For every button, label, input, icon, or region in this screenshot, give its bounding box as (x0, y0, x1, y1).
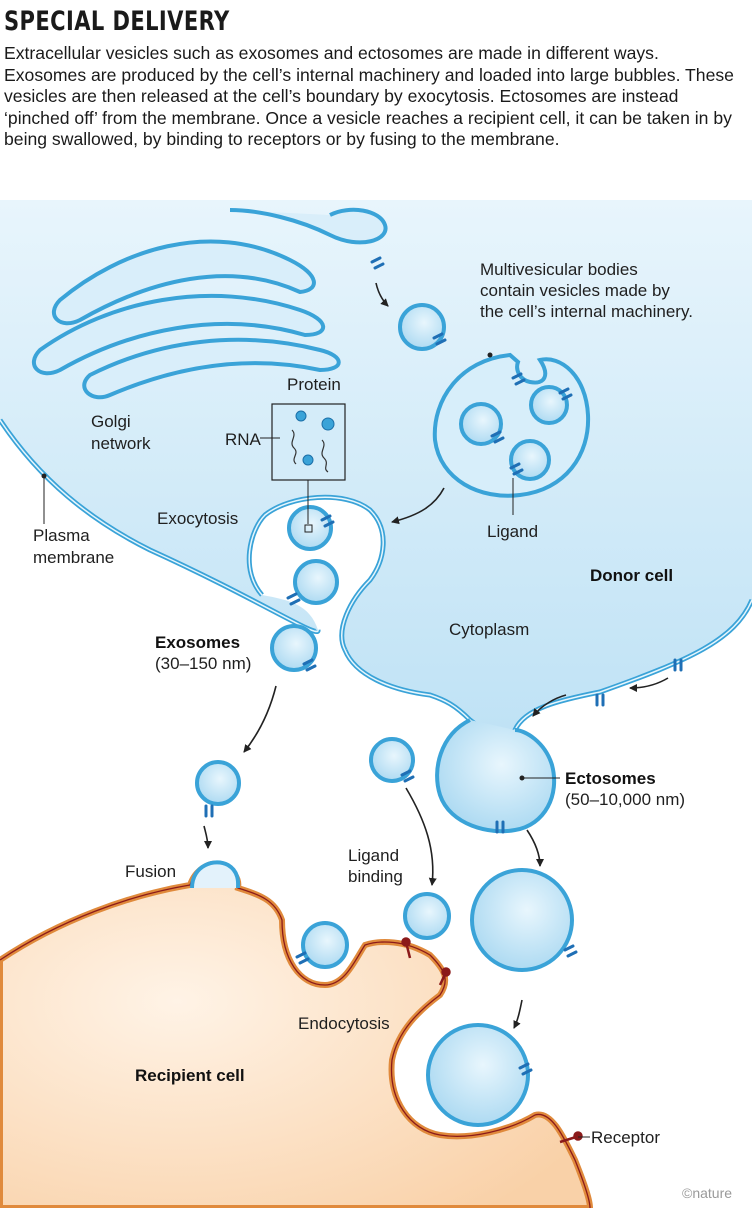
label-donor-cell: Donor cell (590, 566, 673, 585)
exocytosis-vesicles (287, 505, 339, 605)
label-recipient-cell: Recipient cell (135, 1066, 245, 1085)
label-exocytosis: Exocytosis (157, 509, 238, 528)
label-multivesicular-2: contain vesicles made by (480, 281, 670, 300)
receptor-markers (401, 937, 583, 1144)
label-receptor: Receptor (591, 1128, 660, 1147)
flow-arrows (203, 282, 669, 1029)
fusion-bump (190, 860, 241, 889)
label-plasma-1: Plasma (33, 526, 90, 545)
label-golgi-2: network (91, 434, 151, 453)
label-golgi-1: Golgi (91, 412, 131, 431)
label-endocytosis: Endocytosis (298, 1014, 390, 1033)
leader-lines (43, 437, 590, 1138)
ectosome-bud (435, 718, 557, 834)
label-ectosomes: Ectosomes (565, 769, 656, 788)
golgi-network (32, 207, 388, 400)
label-plasma-2: membrane (33, 548, 114, 567)
figure-title: SPECIAL DELIVERY (4, 6, 230, 37)
label-multivesicular-3: the cell’s internal machinery. (480, 302, 693, 321)
label-ectosomes-size: (50–10,000 nm) (565, 790, 685, 809)
label-cytoplasm: Cytoplasm (449, 620, 529, 639)
credit-nature: ©nature (682, 1185, 732, 1201)
endocytosed-vesicle (301, 921, 349, 969)
label-exosomes-size: (30–150 nm) (155, 654, 251, 673)
label-fusion: Fusion (125, 862, 176, 881)
intro-text: Extracellular vesicles such as exosomes … (4, 43, 734, 150)
label-ligand-binding-1: Ligand (348, 846, 399, 865)
label-ligand: Ligand (487, 522, 538, 541)
ligand-markers (204, 256, 683, 1076)
label-multivesicular-1: Multivesicular bodies (480, 260, 638, 279)
label-rna: RNA (225, 430, 262, 449)
cargo-inset (271, 403, 346, 533)
header: SPECIAL DELIVERY Extracellular vesicles … (4, 6, 744, 151)
label-ligand-binding-2: binding (348, 867, 403, 886)
free-exosomes (195, 737, 451, 940)
label-protein: Protein (287, 375, 341, 394)
donor-cell (0, 200, 752, 739)
exosome-released (270, 624, 318, 672)
multivesicular-body (432, 352, 591, 498)
free-ectosomes (426, 868, 574, 1127)
label-exosomes: Exosomes (155, 633, 240, 652)
internal-vesicles (459, 385, 569, 481)
